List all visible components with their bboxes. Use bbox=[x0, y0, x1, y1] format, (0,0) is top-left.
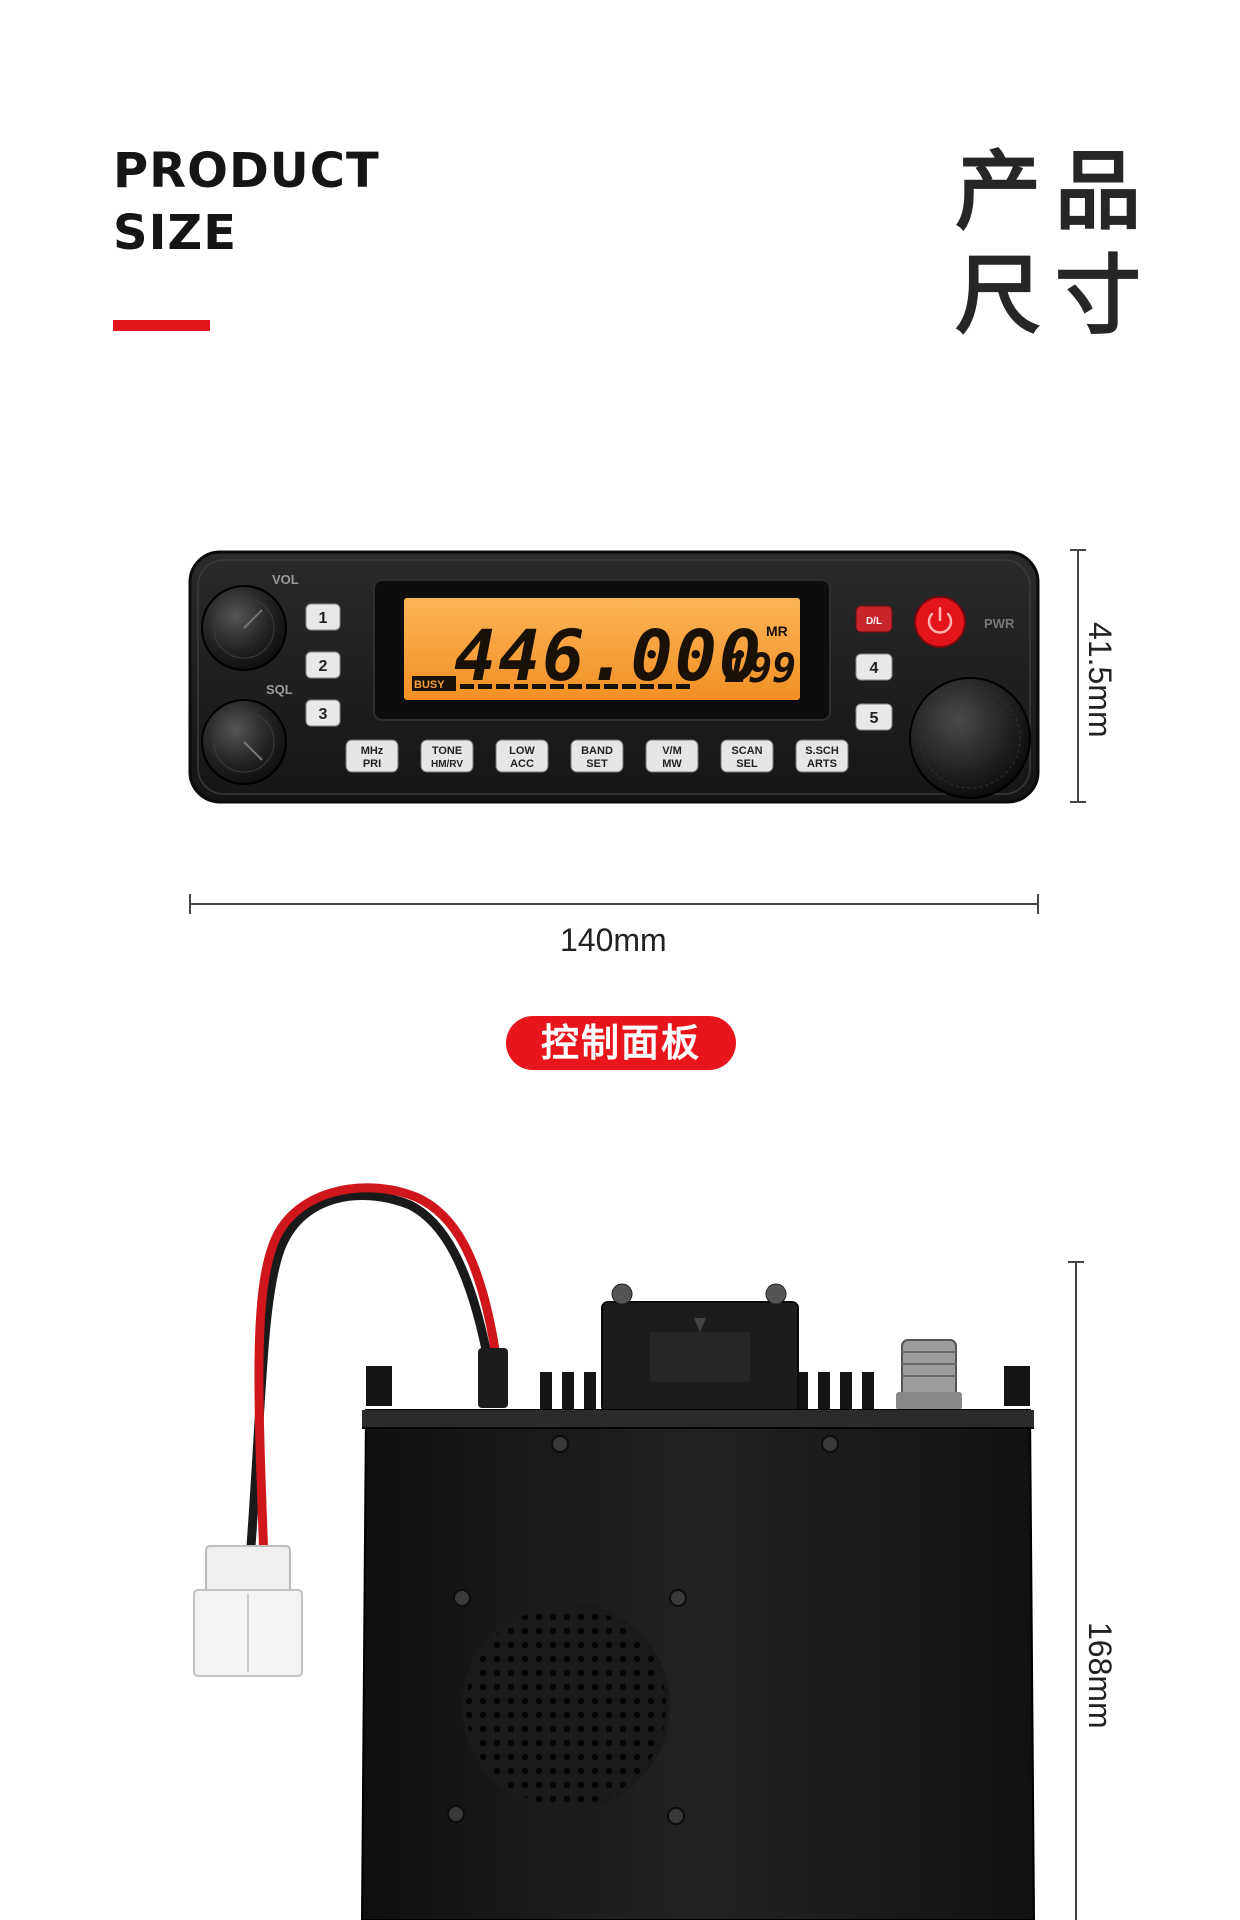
heading-english: PRODUCT SIZE bbox=[113, 140, 380, 264]
control-panel-caption: 控制面板 bbox=[506, 1016, 736, 1070]
panel-height-dimension bbox=[1070, 549, 1086, 803]
tuning-dial[interactable] bbox=[909, 677, 1031, 799]
power-icon bbox=[927, 606, 953, 634]
lcd-signal-meter bbox=[460, 684, 690, 689]
svg-text:MW: MW bbox=[662, 758, 682, 770]
cable-strain-relief bbox=[478, 1348, 508, 1408]
mounting-bracket bbox=[601, 1283, 799, 1413]
svg-text:BAND: BAND bbox=[581, 745, 613, 757]
lcd-channel: 199 bbox=[724, 646, 796, 692]
svg-text:SET: SET bbox=[586, 758, 608, 770]
svg-text:SEL: SEL bbox=[736, 758, 758, 770]
panel-width-dimension bbox=[189, 894, 1039, 914]
num-key-3[interactable]: 3 bbox=[305, 699, 341, 727]
heading-chinese-line2: 尺寸 bbox=[955, 246, 1155, 346]
lcd-display bbox=[404, 598, 800, 700]
lcd-mr-indicator: MR bbox=[766, 623, 788, 639]
svg-text:4: 4 bbox=[870, 660, 879, 677]
vol-label: VOL bbox=[272, 572, 299, 587]
svg-text:PRI: PRI bbox=[363, 758, 381, 770]
svg-text:HM/RV: HM/RV bbox=[431, 759, 463, 770]
svg-text:SCAN: SCAN bbox=[731, 745, 762, 757]
heading-chinese: 产品 尺寸 bbox=[955, 140, 1155, 348]
svg-text:ARTS: ARTS bbox=[807, 758, 837, 770]
svg-text:LOW: LOW bbox=[509, 745, 535, 757]
svg-text:ACC: ACC bbox=[510, 758, 534, 770]
svg-text:3: 3 bbox=[319, 706, 328, 723]
svg-text:MHz: MHz bbox=[361, 745, 384, 757]
pwr-label: PWR bbox=[984, 616, 1015, 631]
svg-text:V/M: V/M bbox=[662, 745, 682, 757]
panel-height-label: 41.5mm bbox=[1082, 622, 1118, 738]
body-length-label: 168mm bbox=[1082, 1622, 1118, 1729]
dimmer-lock-key[interactable]: D/L bbox=[855, 605, 893, 633]
svg-text:S.SCH: S.SCH bbox=[805, 745, 839, 757]
panel-width-label: 140mm bbox=[560, 922, 667, 958]
function-key-scan[interactable]: SCAN SEL bbox=[720, 739, 774, 773]
num-key-2[interactable]: 2 bbox=[305, 651, 341, 679]
power-button[interactable] bbox=[914, 596, 966, 648]
num-key-1[interactable]: 1 bbox=[305, 603, 341, 631]
sql-label: SQL bbox=[266, 682, 293, 697]
num-key-5[interactable]: 5 bbox=[855, 703, 893, 731]
lcd-busy-indicator: BUSY bbox=[414, 679, 445, 691]
function-key-mhz[interactable]: MHz PRI bbox=[345, 739, 399, 773]
radio-body-top-view bbox=[193, 1183, 1036, 1920]
function-key-low[interactable]: LOW ACC bbox=[495, 739, 549, 773]
lcd-frequency: 446.000 bbox=[454, 615, 763, 697]
svg-text:D/L: D/L bbox=[866, 616, 882, 627]
function-key-ssch[interactable]: S.SCH ARTS bbox=[795, 739, 849, 773]
function-key-band[interactable]: BAND SET bbox=[570, 739, 624, 773]
heading-accent-bar bbox=[113, 320, 210, 331]
antenna-connector bbox=[896, 1339, 962, 1410]
svg-text:5: 5 bbox=[870, 710, 879, 727]
svg-text:2: 2 bbox=[319, 658, 328, 675]
svg-text:TONE: TONE bbox=[432, 745, 462, 757]
function-key-vm[interactable]: V/M MW bbox=[645, 739, 699, 773]
heading-english-line2: SIZE bbox=[113, 205, 238, 261]
front-panel: VOL SQL 1 2 3 446.000 199 MR BUSY bbox=[188, 550, 1040, 804]
num-key-4[interactable]: 4 bbox=[855, 653, 893, 681]
function-key-tone[interactable]: TONE HM/RV bbox=[420, 739, 474, 773]
speaker-grille bbox=[462, 1602, 670, 1810]
heading-chinese-line1: 产品 bbox=[955, 142, 1155, 242]
svg-text:1: 1 bbox=[319, 610, 328, 627]
body-length-dimension bbox=[1068, 1261, 1084, 1920]
power-cable-red bbox=[254, 1183, 503, 1561]
power-connector bbox=[193, 1545, 303, 1677]
heading-english-line1: PRODUCT bbox=[113, 143, 380, 199]
